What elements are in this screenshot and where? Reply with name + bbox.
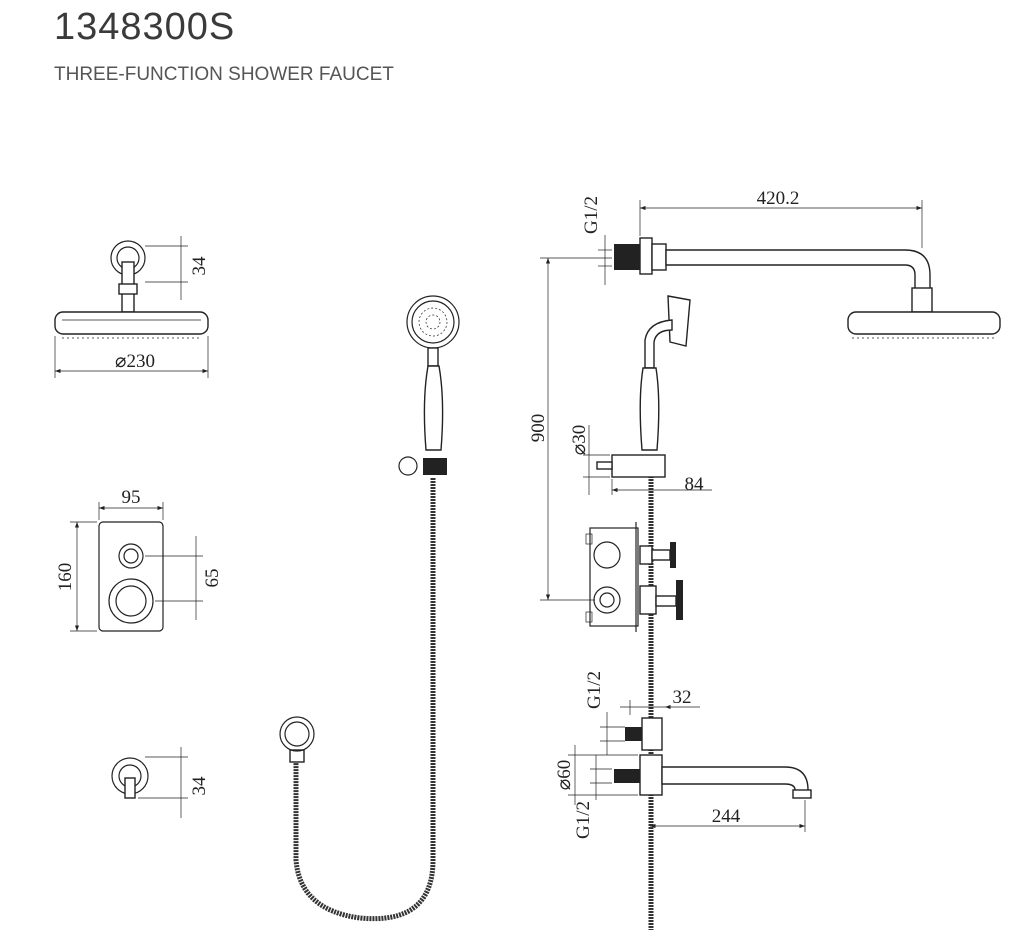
dim-spout-length: 244: [712, 806, 741, 827]
dim-outlet-thread: G1/2: [584, 671, 605, 709]
dim-slide-depth: 84: [685, 474, 705, 495]
dim-arm-thread: G1/2: [581, 196, 602, 234]
dim-head-diameter: ⌀230: [115, 351, 155, 372]
dim-arm-length: 420.2: [757, 188, 800, 209]
hand-shower-front: [279, 295, 460, 922]
dim-slide-diameter: ⌀30: [569, 425, 590, 455]
dim-outlet-height: 34: [189, 776, 210, 796]
control-plate-front: 95 160 65: [55, 487, 223, 632]
product-name: THREE-FUNCTION SHOWER FAUCET: [54, 64, 394, 85]
dim-knob-spacing: 65: [202, 569, 223, 588]
dim-plate-width: 95: [122, 487, 141, 508]
dim-height-900: 900: [528, 414, 549, 443]
dim-plate-height: 160: [55, 563, 76, 592]
side-view: 420.2 G1/2 900 ⌀30 84 32: [528, 188, 1001, 930]
wall-outlet-front: 34: [111, 747, 210, 818]
dim-spout-flange: ⌀60: [554, 760, 575, 790]
dim-outlet-depth: 32: [673, 687, 692, 708]
dim-spout-thread: G1/2: [573, 801, 594, 839]
dim-head-arm-height: 34: [189, 256, 210, 276]
overhead-shower-front: ⌀230 34: [54, 236, 210, 378]
model-number: 1348300S: [54, 6, 236, 48]
